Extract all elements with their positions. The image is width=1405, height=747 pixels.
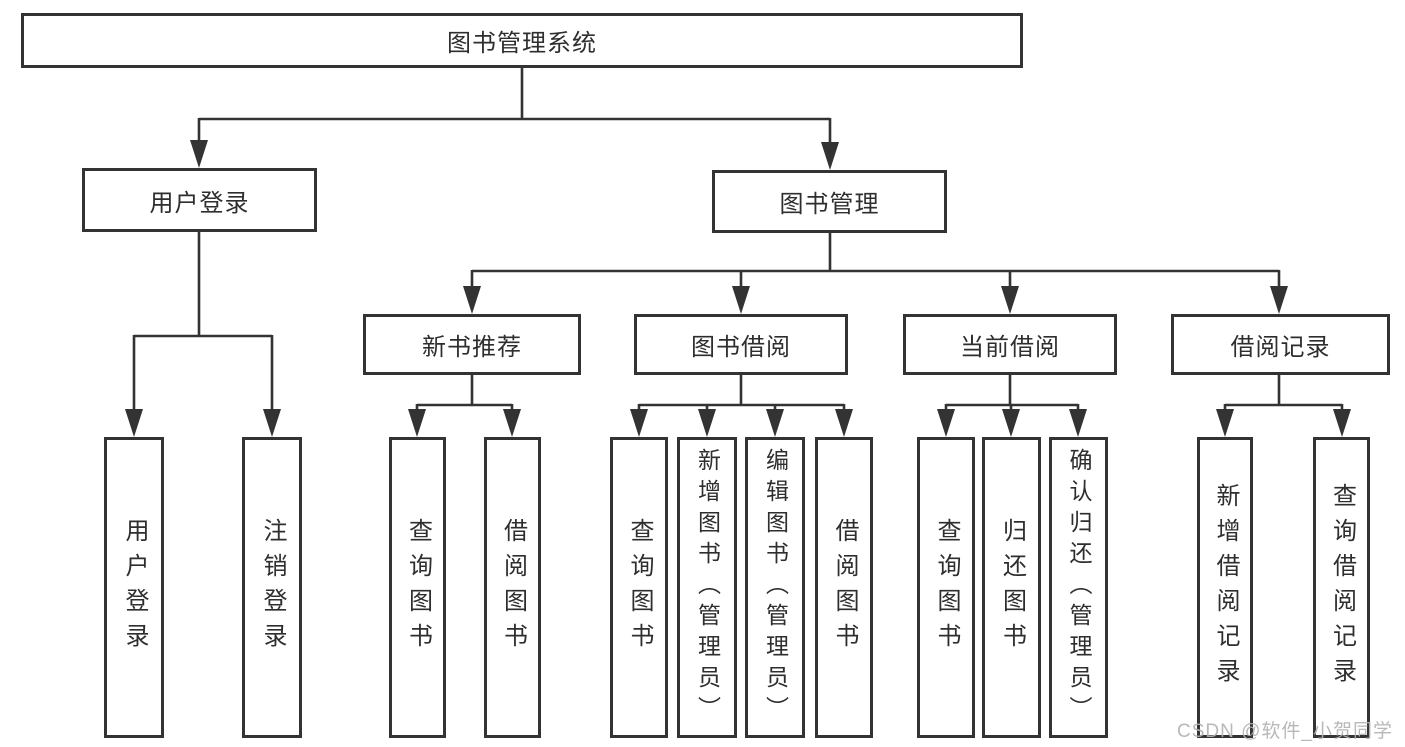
leaf-return-books: 归还图书 [982, 437, 1041, 738]
leaf-borrow-books-recommend: 借阅图书 [484, 437, 541, 738]
node-label: 查询图书 [626, 517, 653, 658]
node-label: 图书管理系统 [447, 30, 597, 57]
arrowheads-book-borrow-branch [630, 409, 853, 437]
node-label: 查询图书 [404, 517, 432, 658]
node-label: 图书借阅 [691, 334, 791, 361]
node-label: 注销登录 [259, 517, 286, 658]
connector-borrow-records-branch [1223, 375, 1344, 412]
connector-user-login-branch [132, 232, 274, 411]
leaf-logout: 注销登录 [242, 437, 302, 738]
leaf-query-books-recommend: 查询图书 [389, 437, 446, 738]
leaf-confirm-return-admin: 确认归还（管理员） [1049, 437, 1108, 738]
leaf-add-books-admin: 新增图书（管理员） [677, 437, 737, 738]
node-label: 图书管理 [779, 191, 880, 218]
node-borrow-records: 借阅记录 [1171, 314, 1390, 375]
node-current-borrow: 当前借阅 [903, 314, 1117, 375]
node-label: 查询借阅记录 [1328, 482, 1356, 693]
arrowheads-borrow-records-branch [1216, 409, 1351, 437]
arrowheads-book-management-branch [463, 286, 1288, 314]
node-label: 新增图书（管理员） [694, 448, 721, 727]
leaf-query-books-current: 查询图书 [917, 437, 975, 738]
node-label: 查询图书 [933, 517, 960, 658]
leaf-edit-books-admin: 编辑图书（管理员） [745, 437, 805, 738]
leaf-user-login: 用户登录 [104, 437, 164, 738]
node-label: 借阅图书 [499, 517, 527, 658]
leaf-query-borrow-record: 查询借阅记录 [1313, 437, 1370, 738]
connector-book-management-branch [470, 233, 1281, 288]
connector-new-book-branch [415, 375, 514, 412]
node-label: 归还图书 [998, 517, 1026, 658]
node-label: 借阅记录 [1230, 334, 1331, 361]
arrowheads-user-login-branch [125, 409, 281, 437]
node-new-book-recommend: 新书推荐 [363, 314, 581, 375]
node-label: 确认归还（管理员） [1066, 448, 1092, 727]
connector-root-branch [197, 68, 832, 143]
node-label: 新书推荐 [422, 334, 522, 361]
node-book-management: 图书管理 [712, 170, 947, 233]
node-user-login: 用户登录 [82, 168, 317, 232]
csdn-watermark: CSDN @软件_小贺同学 [1177, 721, 1393, 742]
leaf-add-borrow-record: 新增借阅记录 [1197, 437, 1253, 738]
node-label: 新增借阅记录 [1212, 482, 1239, 693]
node-label: 编辑图书（管理员） [762, 448, 789, 727]
connector-current-borrow-branch [944, 375, 1080, 412]
connector-book-borrow-branch [637, 375, 846, 412]
arrowheads-root-branch [190, 140, 839, 170]
node-label: 用户登录 [149, 189, 250, 217]
leaf-query-books-borrow: 查询图书 [610, 437, 668, 738]
node-label: 用户登录 [121, 517, 148, 658]
arrowheads-current-borrow-branch [937, 409, 1087, 437]
arrowheads-new-book-branch [408, 409, 521, 437]
leaf-borrow-books: 借阅图书 [815, 437, 873, 738]
node-label: 借阅图书 [831, 517, 858, 658]
node-label: 当前借阅 [960, 334, 1060, 361]
node-book-borrow: 图书借阅 [634, 314, 848, 375]
node-root-library-system: 图书管理系统 [21, 13, 1023, 68]
